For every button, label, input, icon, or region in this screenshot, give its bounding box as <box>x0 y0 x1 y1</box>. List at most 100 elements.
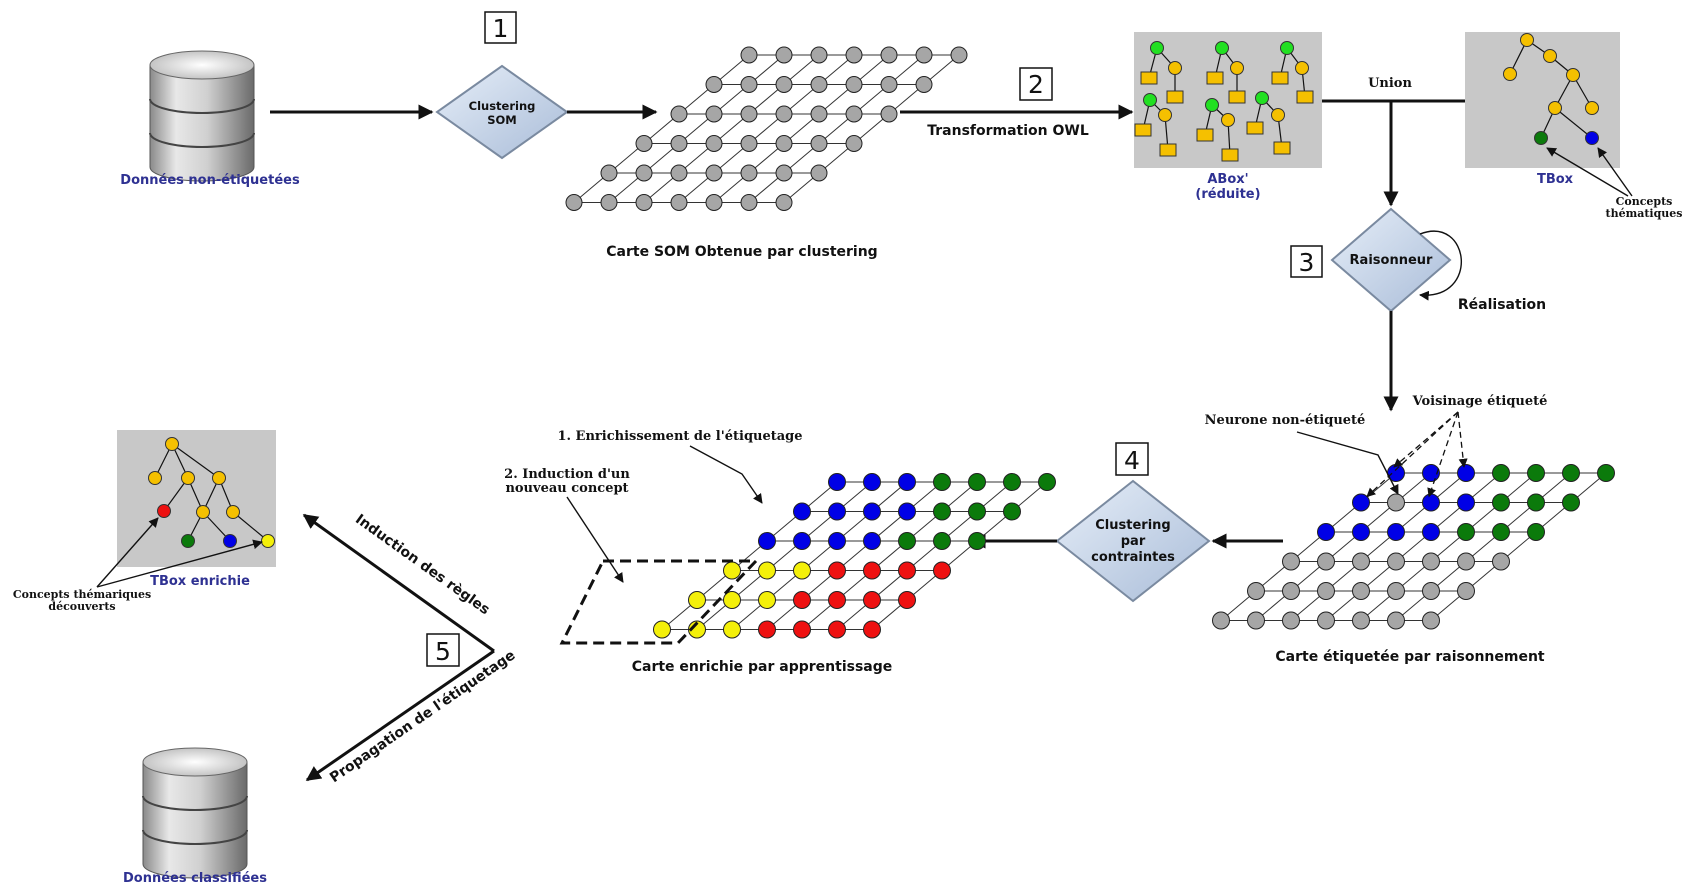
neuron-gray <box>740 105 758 123</box>
neuron-gray <box>1282 552 1300 571</box>
neuron-yellow <box>758 591 776 609</box>
concept-node-gold <box>1548 101 1562 115</box>
neuron-blue <box>863 532 881 550</box>
arrow-to-donnees-classifiees <box>305 649 495 782</box>
neuron-gray <box>740 135 758 152</box>
instance-square <box>1228 90 1246 104</box>
neuron-green <box>1492 523 1510 541</box>
database-top <box>149 50 255 80</box>
neuron-gray <box>775 76 793 93</box>
neuron-gray <box>635 164 653 182</box>
neuron-gray <box>1282 611 1300 630</box>
neuron-gray <box>740 76 758 93</box>
concept-node-gold <box>1221 113 1235 127</box>
neuron-gray <box>670 194 688 211</box>
neuron-red <box>898 591 916 609</box>
instance-square <box>1221 148 1239 162</box>
label-transformation-owl: Transformation OWL <box>927 123 1089 139</box>
neuron-gray <box>1387 493 1405 512</box>
neuron-gray <box>705 135 723 152</box>
tree-edge <box>1554 107 1593 139</box>
step-5-box <box>426 633 460 667</box>
step-4-number: 4 <box>1124 446 1140 475</box>
abox-label-line2: (réduite) <box>1195 187 1260 202</box>
neuron-green <box>933 473 951 491</box>
neuron-red <box>758 620 776 639</box>
concept-node-gold <box>1271 108 1285 122</box>
concept-node-gold <box>196 505 210 519</box>
neuron-blue <box>758 532 776 550</box>
neuron-gray <box>810 135 828 152</box>
concept-node-gold <box>181 471 195 485</box>
database-band <box>142 795 248 811</box>
step-1-box <box>484 11 517 44</box>
concept-node-green <box>181 534 195 548</box>
instance-square <box>1296 90 1314 104</box>
instance-square <box>1273 141 1291 155</box>
neuron-gray <box>950 46 968 64</box>
concept-node-blue <box>223 534 237 548</box>
voisinage-pointer <box>1427 411 1459 498</box>
abox-instance-trees <box>1134 41 1314 162</box>
tbox-label: TBox <box>1537 172 1574 187</box>
neuron-gray <box>1247 611 1265 630</box>
neuron-gray <box>670 105 688 123</box>
clustering-contraintes-diamond <box>1055 479 1211 603</box>
instance-square <box>1134 123 1152 137</box>
neuron-gray <box>845 76 863 93</box>
neuron-blue <box>1352 493 1370 512</box>
neuron-gray <box>1422 611 1440 630</box>
concept-node-gold <box>1295 61 1309 75</box>
neuron-green <box>1003 502 1021 521</box>
step-2-number: 2 <box>1028 70 1044 99</box>
neuron-green <box>1492 493 1510 512</box>
neuron-gray <box>1457 582 1475 600</box>
tbox-concept-tree <box>1503 33 1599 145</box>
concept-node-yellow <box>261 534 275 548</box>
clustering-som-line2: SOM <box>487 113 517 127</box>
neuron-blue <box>1422 493 1440 512</box>
neuron-gray <box>845 135 863 152</box>
arrow-to-tbox-enrichie <box>302 513 495 653</box>
concepts-thematiques-line2: thématiques <box>1606 207 1683 220</box>
neuron-green <box>1492 464 1510 482</box>
step-4-box <box>1115 442 1149 476</box>
neuron-red <box>863 591 881 609</box>
neuron-red <box>793 620 811 639</box>
concept-node-red <box>157 504 171 518</box>
neuron-blue <box>898 502 916 521</box>
voisinage-pointer <box>1366 411 1459 498</box>
database-band <box>149 132 255 148</box>
tbox-panel <box>1465 32 1620 168</box>
neuron-blue <box>1352 523 1370 541</box>
neuron-gray <box>810 46 828 64</box>
neuron-green <box>1038 473 1056 491</box>
step-3-number: 3 <box>1299 248 1315 277</box>
neuron-gray <box>1352 552 1370 571</box>
neuron-blue <box>863 473 881 491</box>
clustering-som-diamond <box>435 64 569 160</box>
new-concept-dashed-region <box>559 559 760 645</box>
clustering-contraintes-line3: contraintes <box>1091 550 1175 565</box>
database-band <box>142 829 248 845</box>
neuron-gray <box>880 46 898 64</box>
abox-label-line1: ABox' <box>1207 172 1248 187</box>
label-induction-line2: nouveau concept <box>505 481 628 496</box>
label-carte-etiquetee: Carte étiquetée par raisonnement <box>1275 649 1545 665</box>
neuron-gray <box>705 76 723 93</box>
neuron-gray <box>1212 611 1230 630</box>
neuron-green <box>898 532 916 550</box>
neuron-green <box>968 502 986 521</box>
neuron-gray <box>1352 582 1370 600</box>
neuron-yellow <box>688 591 706 609</box>
neuron-gray <box>635 194 653 211</box>
tbox-enrichie-tree <box>148 437 275 548</box>
concepts-thematiques-line1: Concepts <box>1616 195 1673 208</box>
neuron-gray <box>635 135 653 152</box>
label-neurone-non-etiquete: Neurone non-étiqueté <box>1205 413 1366 428</box>
concept-node-gold <box>1230 61 1244 75</box>
label-donnees-non-etiquetees: Données non-étiquetées <box>120 173 300 188</box>
neuron-gray <box>775 105 793 123</box>
voisinage-pointer <box>1457 411 1468 468</box>
